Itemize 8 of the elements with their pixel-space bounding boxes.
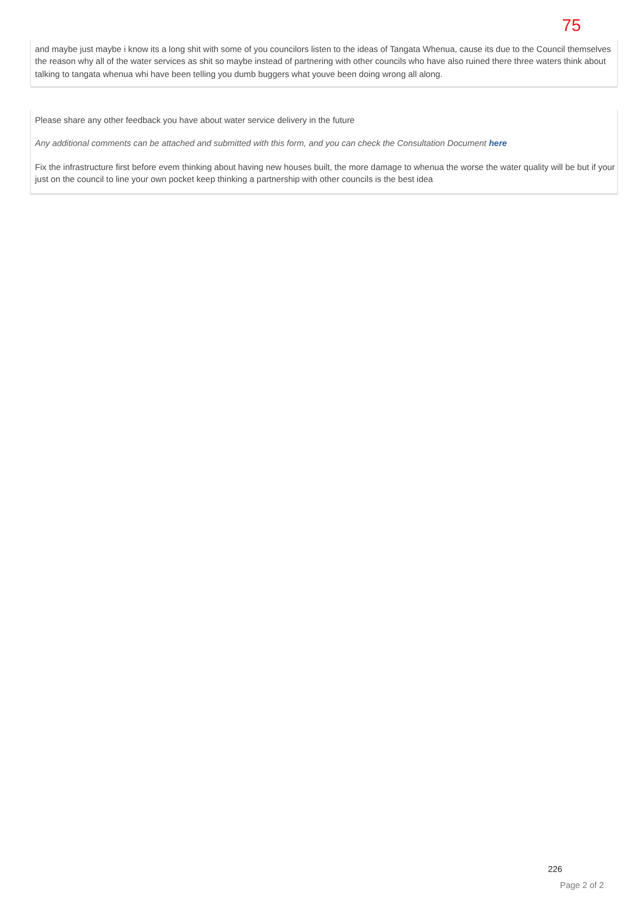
answer-text: Fix the infrastructure first before evem thinking about having new houses built, the more damage to whenua the worse the water quality will be but if your just on the council to line your own pocket keep thinking a partnership with other councils is the best idea <box>35 161 615 186</box>
page-footer: Page 2 of 2 <box>560 880 604 890</box>
page-total: 226 <box>548 864 562 874</box>
note-text: Any additional comments can be attached and submitted with this form, and you can check the Consultation Document here <box>35 137 508 150</box>
answer-text: and maybe just maybe i know its a long shit with some of you councilors listen to the ideas of Tangata Whenua, cause its due to the Council themselves the reason why all of the water services as shit so maybe instead of partnering with other councils who have also ruined there three waters think about talking to tangata whenua whi have been telling you dumb buggers what youve been doing wrong all along. <box>35 43 612 80</box>
page-number-annotation: 75 <box>562 16 581 36</box>
document-link: here <box>488 138 507 148</box>
question-text: Please share any other feedback you have about water service delivery in the future <box>35 114 356 126</box>
